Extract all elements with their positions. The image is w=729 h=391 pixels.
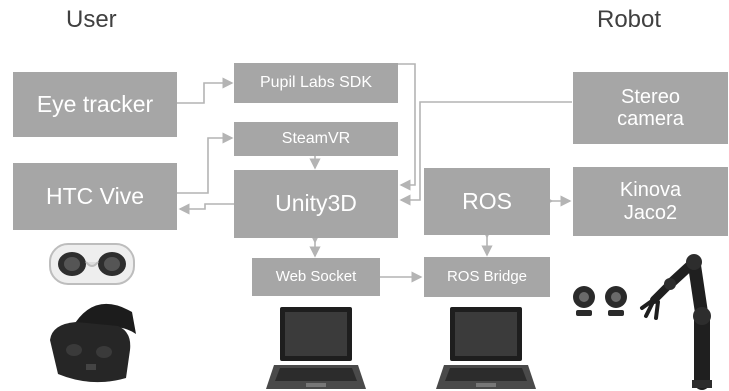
- laptop-icon: [436, 307, 536, 389]
- eye-tracker-box: Eye tracker: [13, 72, 177, 137]
- eye-tracker-label: Eye tracker: [36, 90, 154, 117]
- user-header: User: [66, 6, 117, 33]
- web-socket-box: Web Socket: [252, 258, 380, 296]
- pupil-labs-sdk-label: Pupil Labs SDK: [259, 74, 373, 92]
- ros-label: ROS: [462, 187, 512, 214]
- arrow-stereo-to-unity: [399, 101, 572, 206]
- ros-box: ROS: [424, 168, 550, 235]
- arrow-pupil-to-unity: [398, 63, 416, 191]
- kinova-jaco2-label: Kinova Jaco2: [619, 179, 682, 224]
- htc-vive-box: HTC Vive: [13, 163, 177, 230]
- stereo-camera-label: Stereo camera: [617, 85, 684, 130]
- steamvr-label: SteamVR: [281, 130, 351, 148]
- htc-vive-label: HTC Vive: [46, 182, 144, 209]
- pupil-labs-sdk-box: Pupil Labs SDK: [234, 63, 398, 103]
- stereo-camera-box: Stereo camera: [573, 72, 728, 144]
- eye-tracker-insert-icon: [49, 243, 135, 285]
- webcam-icon: [605, 286, 627, 316]
- laptop-icon: [266, 307, 366, 389]
- robot-header: Robot: [597, 6, 662, 33]
- webcam-icon: [573, 286, 595, 316]
- robot-arm-icon: [640, 254, 712, 390]
- arrow-vive-to-steamvr: [177, 132, 234, 194]
- vr-headset-icon: [50, 303, 136, 383]
- arrow-unity-to-vive: [178, 203, 234, 215]
- arrow-eye-to-pupil: [177, 77, 234, 104]
- ros-bridge-box: ROS Bridge: [424, 257, 550, 297]
- unity3d-box: Unity3D: [234, 170, 398, 238]
- ros-bridge-label: ROS Bridge: [446, 267, 528, 285]
- steamvr-box: SteamVR: [234, 122, 398, 156]
- unity3d-label: Unity3D: [275, 190, 357, 217]
- web-socket-label: Web Socket: [275, 267, 357, 285]
- kinova-jaco2-box: Kinova Jaco2: [573, 167, 728, 236]
